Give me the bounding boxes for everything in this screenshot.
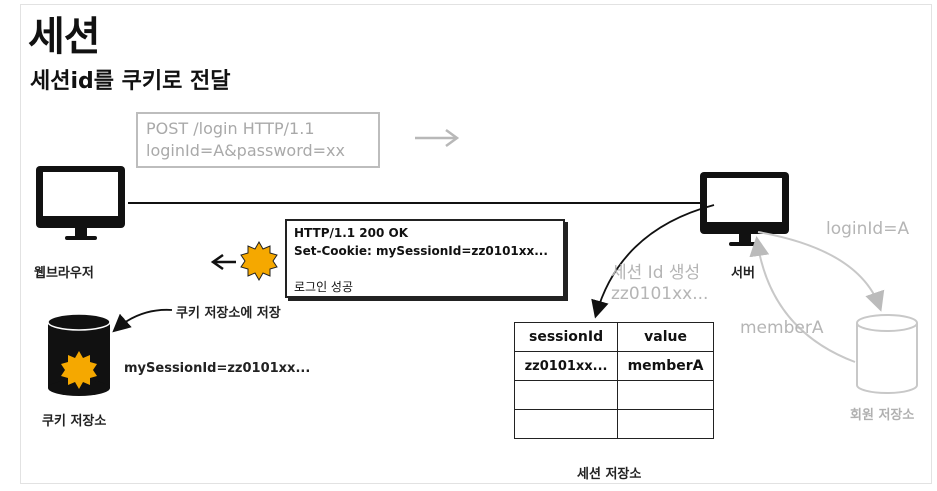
header-value: value bbox=[617, 322, 714, 352]
response-body-line: 로그인 성공 bbox=[294, 280, 354, 294]
response-status-line: HTTP/1.1 200 OK bbox=[294, 226, 409, 240]
cookie-store-label: 쿠키 저장소 bbox=[42, 414, 107, 429]
cell-session-id bbox=[513, 409, 619, 439]
cell-value bbox=[617, 380, 714, 410]
stored-cookie-sun-icon bbox=[61, 351, 97, 389]
slide-frame bbox=[20, 4, 932, 484]
create-session-arrow bbox=[591, 204, 715, 319]
session-create-label: 세션 Id 생성 bbox=[611, 263, 701, 283]
cookie-value-label: mySessionId=zz0101xx... bbox=[124, 361, 311, 376]
table-row bbox=[513, 409, 714, 439]
page-subtitle: 세션id를 쿠키로 전달 bbox=[30, 69, 231, 94]
response-set-cookie-line: Set-Cookie: mySessionId=zz0101xx... bbox=[294, 244, 548, 258]
session-store-table: sessionId value zz0101xx... memberA bbox=[513, 322, 714, 439]
browser-label: 웹브라우저 bbox=[34, 266, 94, 281]
login-request-box: POST /login HTTP/1.1 loginId=A&password=… bbox=[136, 112, 380, 168]
page-title: 세션 bbox=[28, 14, 101, 60]
member-store-label: 회원 저장소 bbox=[850, 408, 915, 423]
request-line-2: loginId=A&password=xx bbox=[146, 141, 345, 160]
cell-session-id bbox=[513, 380, 619, 410]
header-session-id: sessionId bbox=[513, 322, 619, 352]
session-store-label: 세션 저장소 bbox=[577, 467, 642, 482]
save-cookie-arrow bbox=[112, 308, 173, 333]
browser-monitor-icon bbox=[36, 166, 125, 240]
login-id-arrow bbox=[757, 231, 885, 312]
table-row: zz0101xx... memberA bbox=[513, 351, 714, 381]
table-header-row: sessionId value bbox=[513, 322, 714, 352]
member-store-cylinder-icon bbox=[856, 314, 918, 394]
cell-value: memberA bbox=[617, 351, 714, 381]
session-id-label: zz0101xx... bbox=[611, 284, 709, 304]
cell-value bbox=[617, 409, 714, 439]
request-arrow bbox=[415, 128, 460, 148]
cookie-save-label: 쿠키 저장소에 저장 bbox=[176, 306, 281, 321]
server-label: 서버 bbox=[731, 266, 755, 281]
member-label: memberA bbox=[740, 318, 824, 338]
cookie-to-browser-arrow bbox=[210, 253, 236, 271]
request-line-1: POST /login HTTP/1.1 bbox=[146, 119, 315, 138]
login-id-label: loginId=A bbox=[826, 219, 910, 239]
member-return-arrow bbox=[749, 236, 856, 363]
table-row bbox=[513, 380, 714, 410]
login-response-box: HTTP/1.1 200 OK Set-Cookie: mySessionId=… bbox=[285, 219, 565, 298]
cell-session-id: zz0101xx... bbox=[513, 351, 619, 381]
cookie-sun-icon bbox=[240, 240, 278, 282]
